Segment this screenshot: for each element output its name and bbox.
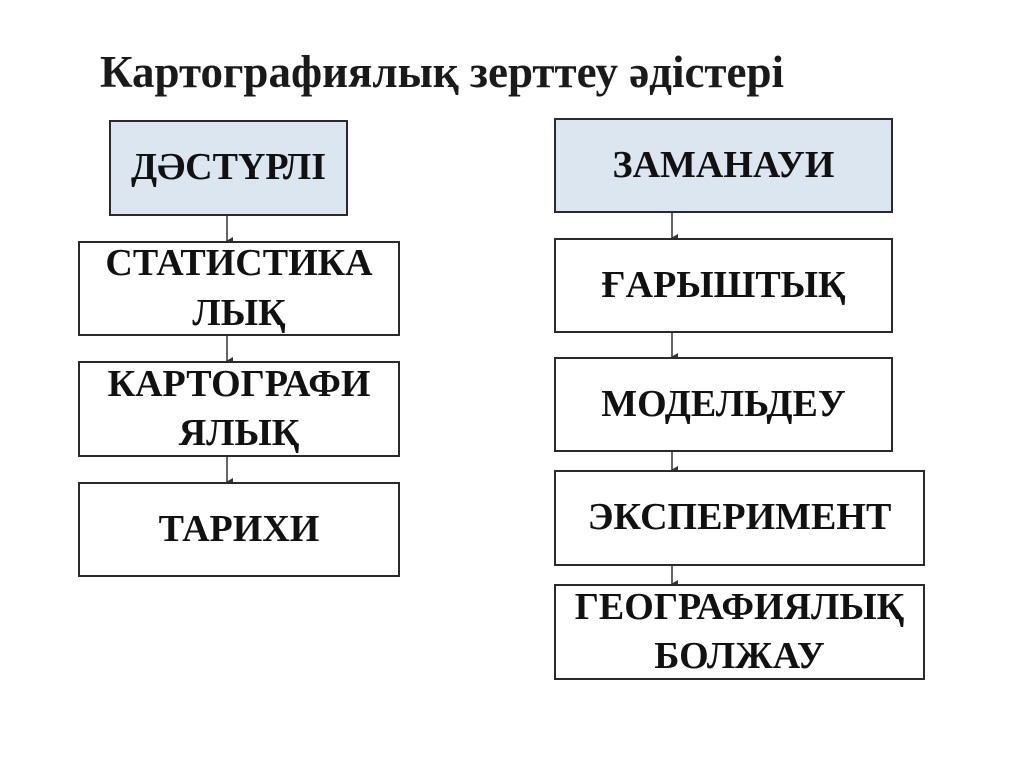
box-modeling: МОДЕЛЬДЕУ (554, 357, 893, 452)
box-statistical-label: СТАТИСТИКАЛЫҚ (105, 242, 373, 334)
box-space-label: ҒАРЫШТЫҚ (601, 263, 846, 306)
box-experiment-label: ЭКСПЕРИМЕНТ (587, 496, 892, 539)
box-modeling-label: МОДЕЛЬДЕУ (601, 382, 846, 425)
box-historical-label: ТАРИХИ (158, 507, 320, 550)
box-geographic-forecast-label: ГЕОГРАФИЯЛЫҚ БОЛЖАУ (574, 585, 905, 677)
box-statistical: СТАТИСТИКАЛЫҚ (78, 241, 400, 336)
box-historical: ТАРИХИ (78, 482, 400, 577)
box-cartographic: КАРТОГРАФИЯЛЫҚ (78, 361, 400, 457)
box-geographic-forecast: ГЕОГРАФИЯЛЫҚ БОЛЖАУ (554, 584, 925, 680)
box-traditional-label: ДӘСТҮРЛІ (130, 146, 327, 189)
box-traditional: ДӘСТҮРЛІ (109, 120, 348, 216)
box-modern-label: ЗАМАНАУИ (612, 143, 835, 186)
box-experiment: ЭКСПЕРИМЕНТ (554, 470, 925, 566)
slide-title: Картографиялық зерттеу әдістері (100, 47, 785, 97)
box-space: ҒАРЫШТЫҚ (554, 238, 893, 333)
box-cartographic-label: КАРТОГРАФИЯЛЫҚ (107, 362, 371, 454)
box-modern: ЗАМАНАУИ (554, 118, 893, 213)
